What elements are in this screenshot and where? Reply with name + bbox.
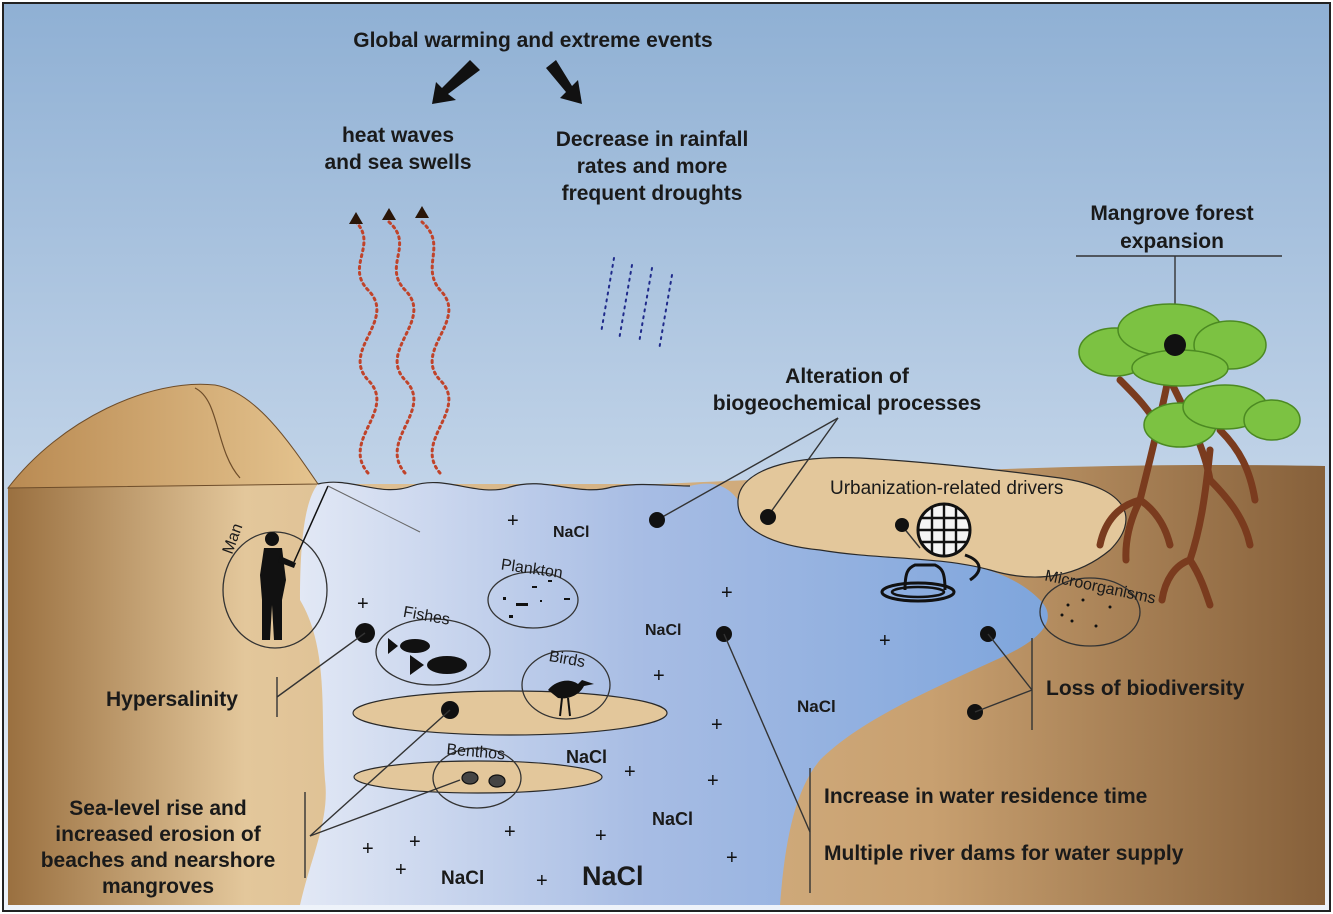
sealevel-label-line2: increased erosion of — [55, 823, 261, 846]
plankton-ellipse — [487, 571, 579, 629]
drain-grate-icon — [880, 502, 981, 603]
plankton-particles — [503, 580, 570, 618]
benthos-label: Benthos — [446, 741, 506, 763]
biodiversity-label: Loss of biodiversity — [1046, 677, 1245, 700]
fishes-ellipse — [375, 618, 491, 686]
hypersalinity-leader — [276, 632, 366, 698]
nacl-label: NaCl — [582, 861, 644, 891]
plus-sign: + — [624, 761, 636, 783]
nacl-label: NaCl — [797, 697, 836, 716]
nacl-label: NaCl — [441, 868, 484, 889]
sealevel-label-line3: beaches and nearshore — [41, 849, 276, 872]
heat-arrowheads — [349, 206, 429, 224]
rainfall-label-line2: rates and more — [577, 155, 728, 178]
biogeo-leader-right — [767, 417, 839, 517]
fish-icon — [388, 638, 467, 675]
biogeo-leader-left — [656, 417, 839, 521]
plus-sign: + — [507, 510, 519, 532]
plus-sign: + — [726, 847, 738, 869]
nacl-label: NaCl — [553, 524, 589, 541]
sealevel-leader-a — [309, 709, 451, 837]
dune — [6, 383, 319, 489]
nacl-label: NaCl — [652, 809, 693, 829]
biogeo-label-line2: biogeochemical processes — [713, 392, 981, 415]
mangrove-label-line1: Mangrove forest — [1090, 202, 1253, 225]
water-body — [300, 482, 1048, 905]
urban-label: Urbanization-related drivers — [830, 478, 1063, 499]
mangrove-label-line2: expansion — [1120, 230, 1224, 253]
rainfall-label-line3: frequent droughts — [562, 182, 743, 205]
urban-dot — [895, 518, 909, 532]
birds-label: Birds — [548, 648, 587, 671]
sealevel-label-line1: Sea-level rise and — [69, 797, 246, 820]
nacl-label: NaCl — [566, 747, 607, 767]
main-title: Global warming and extreme events — [353, 29, 712, 52]
sealevel-label-line4: mangroves — [102, 875, 214, 898]
biogeo-label-line1: Alteration of — [785, 365, 910, 388]
dams-label: Multiple river dams for water supply — [824, 842, 1184, 865]
ion-plus-signs: + + + + + + + + + + + + + + + — [357, 510, 891, 892]
mangrove-callout-dot — [1164, 334, 1186, 356]
biodiversity-leader-a — [987, 633, 1033, 691]
biogeo-dot-water — [649, 512, 665, 528]
heat-label-line2: and sea swells — [324, 151, 471, 174]
heat-waves — [354, 220, 451, 475]
fisherman-icon — [260, 485, 329, 640]
residence-leader — [723, 633, 811, 833]
plus-sign: + — [595, 825, 607, 847]
title-arrows — [432, 60, 582, 104]
shoreline — [317, 481, 691, 491]
bird-icon — [548, 680, 594, 717]
plus-sign: + — [536, 870, 548, 892]
plus-sign: + — [879, 630, 891, 652]
residence-label: Increase in water residence time — [824, 785, 1147, 808]
plus-sign: + — [711, 714, 723, 736]
mangrove-trees — [1078, 303, 1301, 609]
plus-sign: + — [357, 593, 369, 615]
salt-labels: NaCl NaCl NaCl NaCl NaCl NaCl NaCl — [441, 524, 836, 891]
plus-sign: + — [362, 838, 374, 860]
nacl-label: NaCl — [645, 622, 681, 639]
sandbar-upper — [352, 690, 668, 736]
hypersalinity-label: Hypersalinity — [106, 688, 238, 711]
microorganisms-ellipse — [1039, 577, 1141, 647]
rainfall-label-line1: Decrease in rainfall — [556, 128, 749, 151]
plus-sign: + — [504, 821, 516, 843]
plus-sign: + — [721, 582, 733, 604]
heat-label-line1: heat waves — [342, 124, 454, 147]
rain-streaks — [600, 257, 673, 351]
shell-icon — [461, 771, 506, 788]
man-ellipse — [222, 531, 328, 649]
plus-sign: + — [395, 859, 407, 881]
benthos-ellipse — [432, 747, 522, 809]
birds-ellipse — [521, 650, 611, 720]
plus-sign: + — [409, 831, 421, 853]
dune-ridge — [194, 387, 241, 479]
fishing-line — [327, 485, 421, 533]
sealevel-leader-b — [309, 779, 461, 837]
plus-sign: + — [707, 770, 719, 792]
microbe-dots — [1060, 598, 1112, 628]
biodiversity-leader-b — [974, 689, 1033, 713]
plus-sign: + — [653, 665, 665, 687]
biogeo-dot-island — [760, 509, 776, 525]
